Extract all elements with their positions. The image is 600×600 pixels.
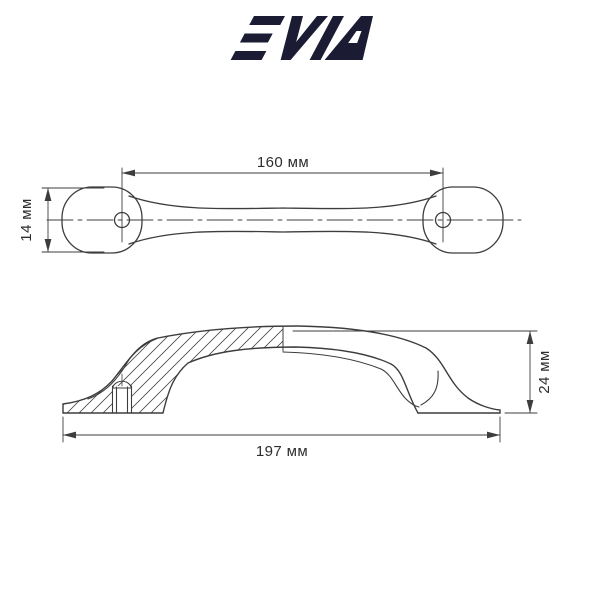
top-view-neck-top-edge (128, 195, 437, 210)
side-view-right-foot-fillet (420, 370, 439, 406)
side-view (62, 325, 538, 443)
side-view-outer-profile (62, 325, 501, 414)
screw-detail (111, 373, 133, 414)
logo-letter-e (230, 16, 285, 60)
dim-24-label: 24 мм (536, 350, 553, 393)
brand-logo (230, 16, 373, 60)
logo-letter-v (280, 16, 328, 60)
dim-160-label: 160 мм (257, 154, 309, 171)
side-view-inner-profile (162, 346, 419, 414)
section-hatch-area (63, 327, 283, 413)
logo-slash (309, 16, 344, 60)
top-view-neck-bottom-edge (128, 230, 437, 245)
top-view (41, 167, 522, 254)
dim-197-label: 197 мм (256, 443, 308, 460)
side-view-farside-contour (282, 351, 420, 408)
top-view-left-pad (61, 186, 143, 254)
top-view-right-pad (422, 186, 504, 254)
dim-14-label: 14 мм (18, 198, 35, 241)
logo-letter-a (324, 16, 373, 60)
side-view-left-shoulder-contour (87, 337, 158, 400)
